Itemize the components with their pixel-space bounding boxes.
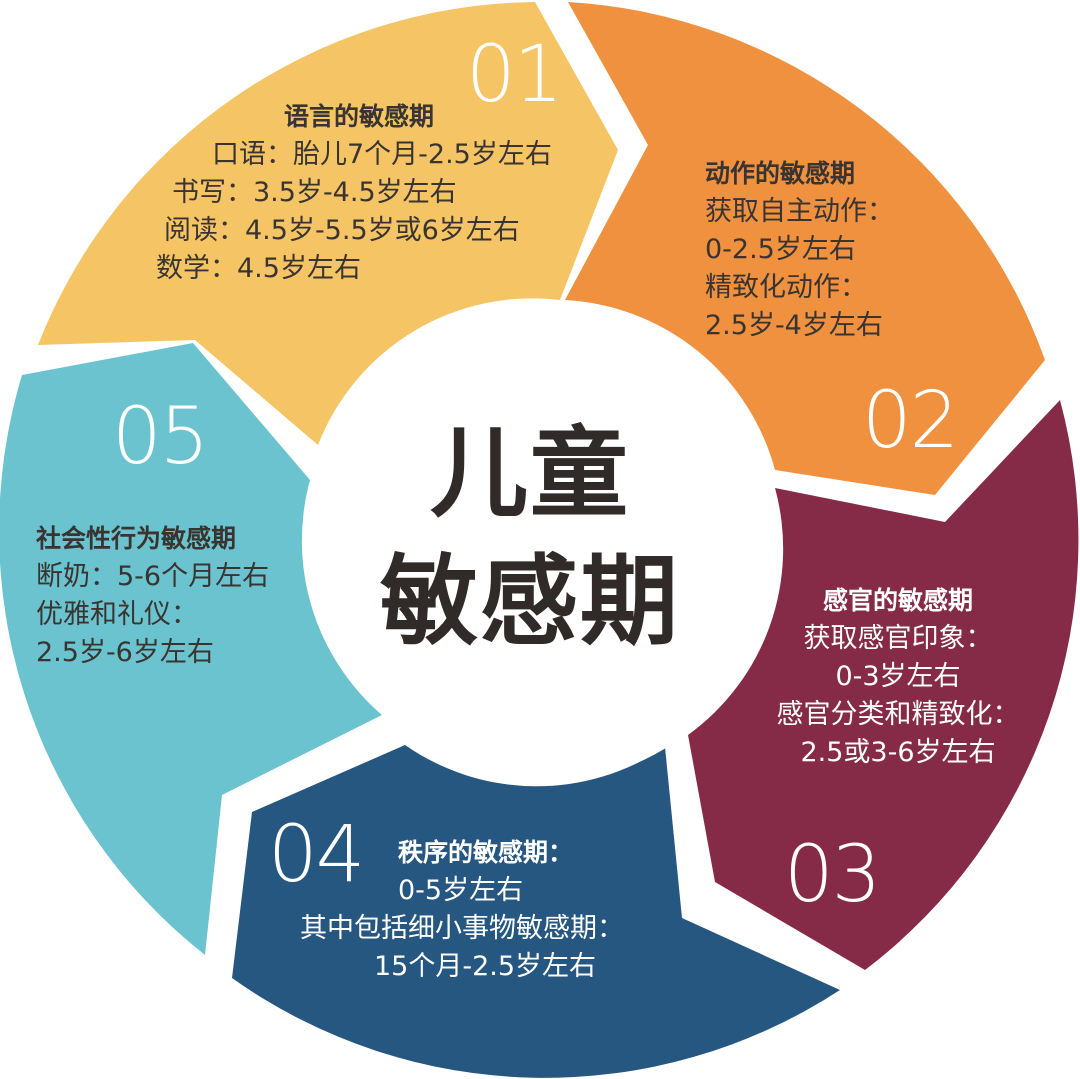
segment-number-05: 05 (112, 392, 209, 482)
segment-02-line: 精致化动作： (705, 272, 867, 303)
segment-01-text: 语言的敏感期 口语：胎儿7个月-2.5岁左右 书写：3.5岁-4.5岁左右 阅读… (150, 98, 552, 288)
center-title-line2: 敏感期 (379, 545, 680, 659)
segment-01-title: 语言的敏感期 (284, 102, 435, 131)
center-title: 儿童 敏感期 (330, 410, 730, 666)
segment-04-order (232, 745, 840, 1078)
segment-04-line: 15个月-2.5岁左右 (374, 951, 597, 982)
segment-04-line: 其中包括细小事物敏感期： (300, 913, 624, 944)
segment-number-03: 03 (784, 830, 881, 920)
segment-05-line: 断奶：5-6个月左右 (36, 561, 270, 592)
segment-01-line: 数学：4.5岁左右 (156, 253, 361, 284)
segment-number-02: 02 (862, 376, 959, 466)
segment-number-04: 04 (268, 810, 365, 900)
segment-number-01: 01 (466, 30, 563, 120)
segment-03-line: 获取感官印象： (803, 623, 993, 654)
segment-02-text: 动作的敏感期 获取自主动作： 0-2.5岁左右 精致化动作： 2.5岁-4岁左右 (705, 155, 894, 345)
segment-05-text: 社会性行为敏感期 断奶：5-6个月左右 优雅和礼仪： 2.5岁-6岁左右 (36, 520, 269, 672)
segment-03-senses (688, 400, 1079, 970)
segment-03-line: 2.5或3-6岁左右 (800, 737, 996, 768)
segment-03-title: 感官的敏感期 (822, 586, 973, 615)
segment-05-line: 2.5岁-6岁左右 (36, 637, 214, 668)
segment-01-line: 书写：3.5岁-4.5岁左右 (172, 177, 457, 208)
segment-04-text: 秩序的敏感期： 0-5岁左右 其中包括细小事物敏感期： 15个月-2.5岁左右 (300, 834, 624, 986)
center-title-line1: 儿童 (429, 417, 630, 531)
segment-02-title: 动作的敏感期 (705, 159, 856, 188)
segment-01-line: 口语：胎儿7个月-2.5岁左右 (212, 139, 552, 170)
segment-01-language (38, 2, 618, 445)
segment-04-line: 0-5岁左右 (398, 875, 524, 906)
segment-05-line: 优雅和礼仪： (36, 599, 198, 630)
segment-05-social (0, 343, 382, 955)
segment-03-line: 0-3岁左右 (835, 661, 961, 692)
segment-04-title: 秩序的敏感期： (398, 838, 574, 867)
segment-01-line: 阅读：4.5岁-5.5岁或6岁左右 (164, 215, 520, 246)
segment-05-title: 社会性行为敏感期 (36, 524, 237, 553)
segment-02-line: 0-2.5岁左右 (705, 234, 856, 265)
segment-02-line: 获取自主动作： (705, 196, 894, 227)
segment-03-text: 感官的敏感期 获取感官印象： 0-3岁左右 感官分类和精致化： 2.5或3-6岁… (758, 582, 1038, 772)
segment-02-movement (565, 2, 1045, 495)
segment-02-line: 2.5岁-4岁左右 (705, 310, 883, 341)
segment-03-line: 感官分类和精致化： (776, 699, 1020, 730)
center-circle (313, 318, 777, 782)
